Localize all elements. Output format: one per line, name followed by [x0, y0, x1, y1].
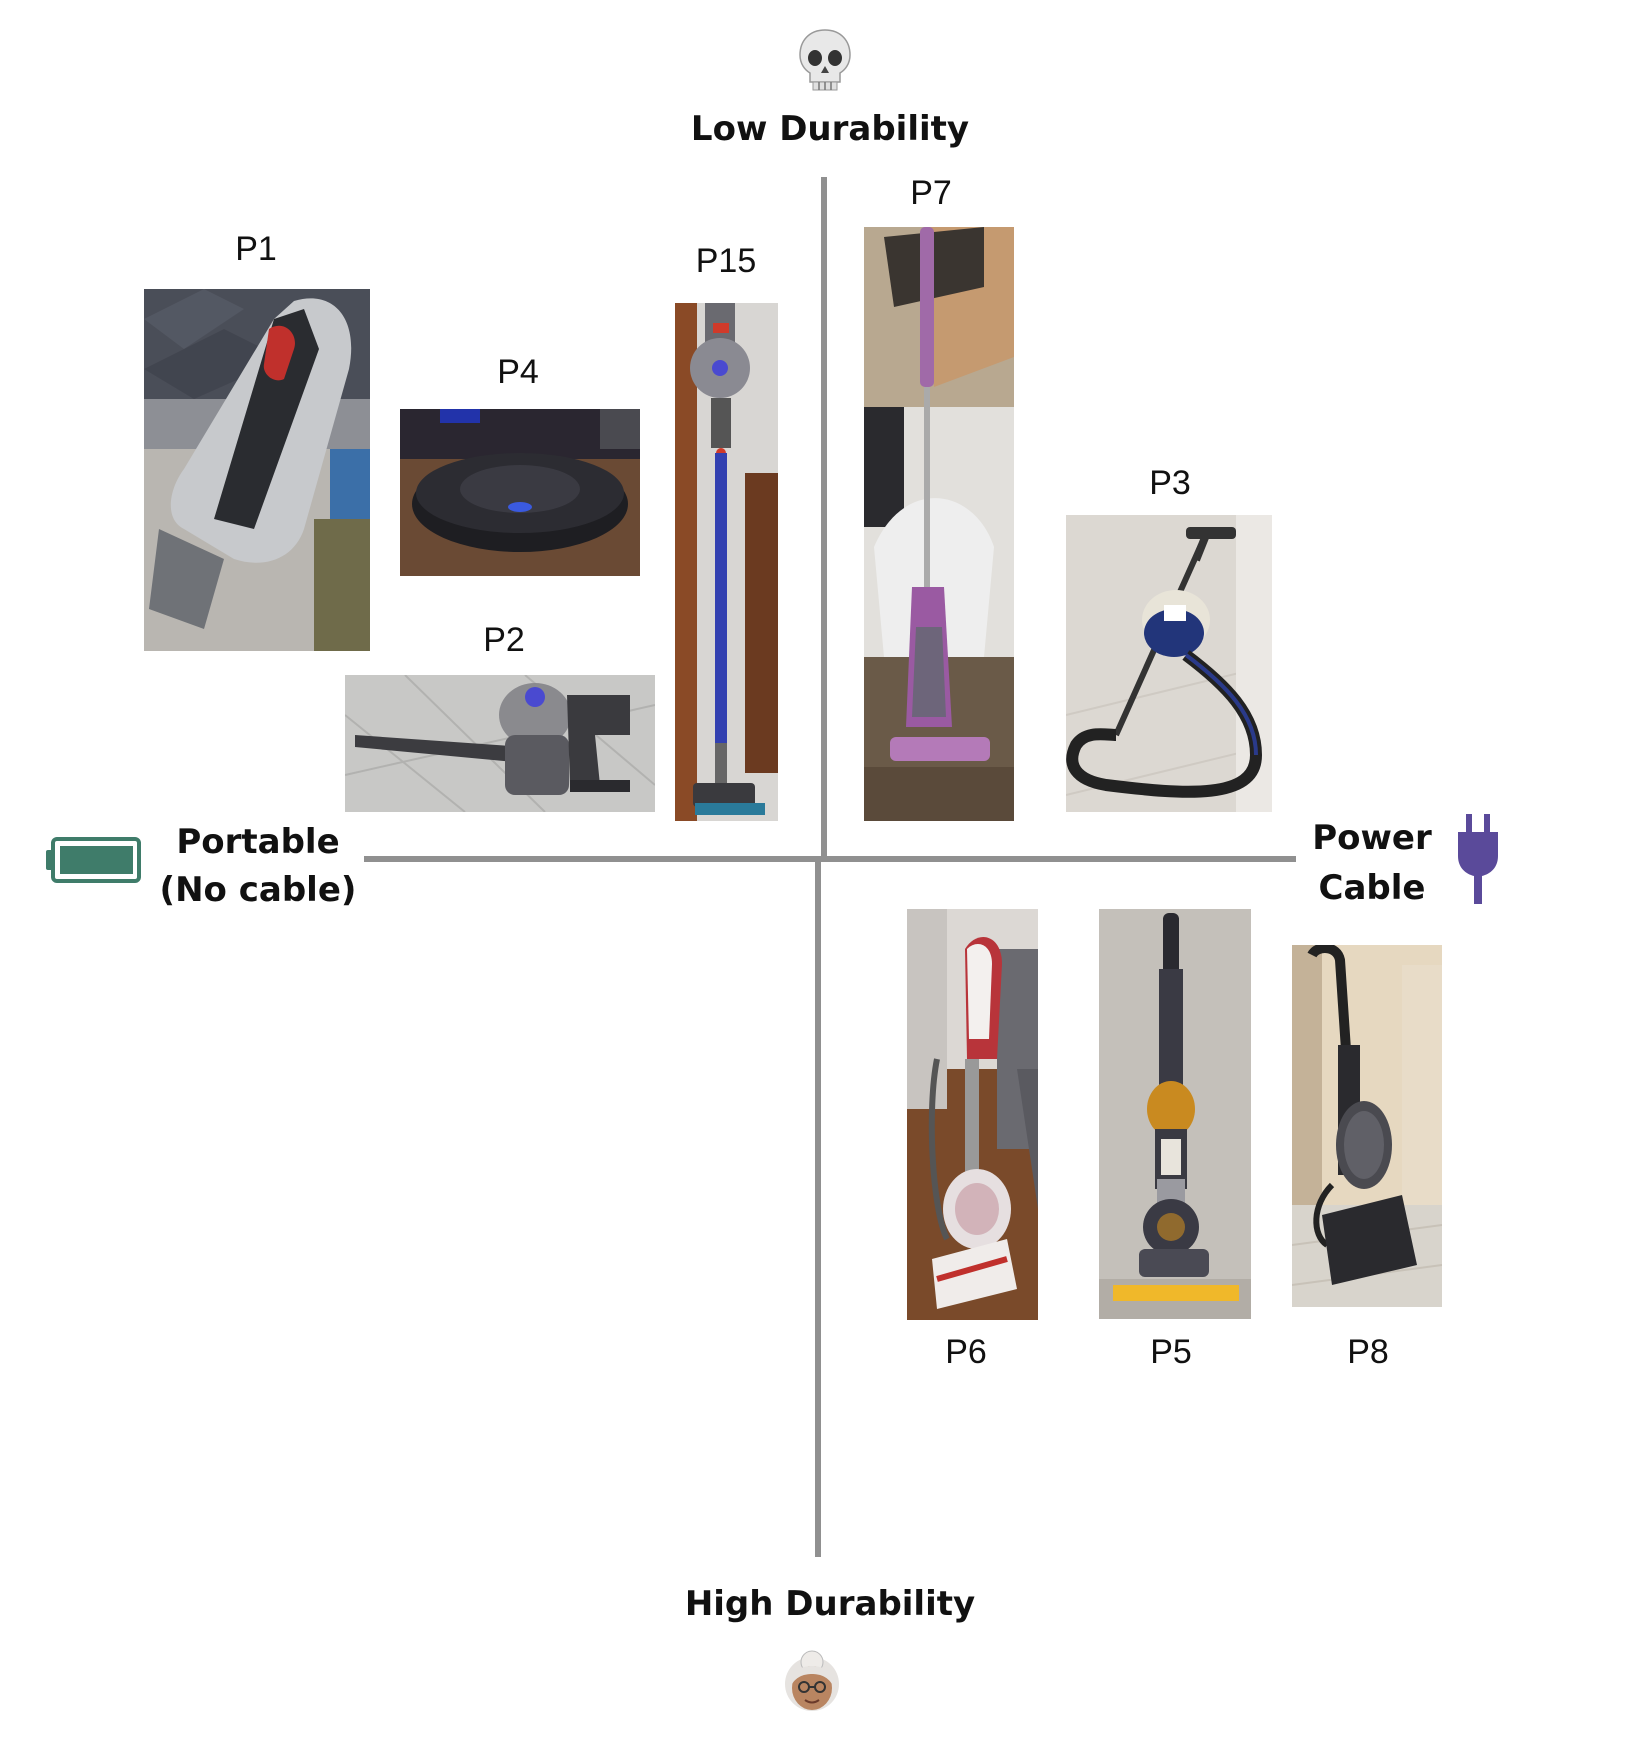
product-label-p3: P3 [1149, 464, 1191, 502]
product-photo-p6 [907, 909, 1038, 1320]
product-label-p1: P1 [235, 230, 277, 268]
horizontal-axis [364, 856, 1296, 862]
axis-title-left-line2: (No cable) [159, 870, 357, 910]
axis-title-top: Low Durability [690, 109, 970, 149]
product-label-p15: P15 [695, 242, 757, 280]
product-label-p4: P4 [497, 353, 539, 391]
power-plug-icon [1456, 812, 1500, 904]
skull-icon [797, 28, 853, 92]
product-photo-p8 [1292, 945, 1442, 1307]
product-label-p2: P2 [483, 621, 525, 659]
product-label-p6: P6 [945, 1333, 987, 1371]
battery-icon [44, 836, 142, 884]
vertical-axis-lower [815, 859, 821, 1557]
product-photo-p2 [345, 675, 655, 812]
axis-title-right-line2: Cable [1318, 868, 1426, 908]
vertical-axis-upper [821, 177, 827, 859]
grandmother-icon [779, 1648, 845, 1716]
product-label-p7: P7 [910, 174, 952, 212]
product-photo-p4 [400, 409, 640, 576]
axis-title-bottom: High Durability [684, 1584, 976, 1624]
product-photo-p15 [675, 303, 778, 821]
product-photo-p7 [864, 227, 1014, 821]
product-photo-p3 [1066, 515, 1272, 812]
product-photo-p5 [1099, 909, 1251, 1319]
product-label-p5: P5 [1150, 1333, 1192, 1371]
axis-title-right-line1: Power [1312, 818, 1432, 858]
product-photo-p1 [144, 289, 370, 651]
axis-title-left-line1: Portable [176, 822, 340, 862]
product-label-p8: P8 [1347, 1333, 1389, 1371]
